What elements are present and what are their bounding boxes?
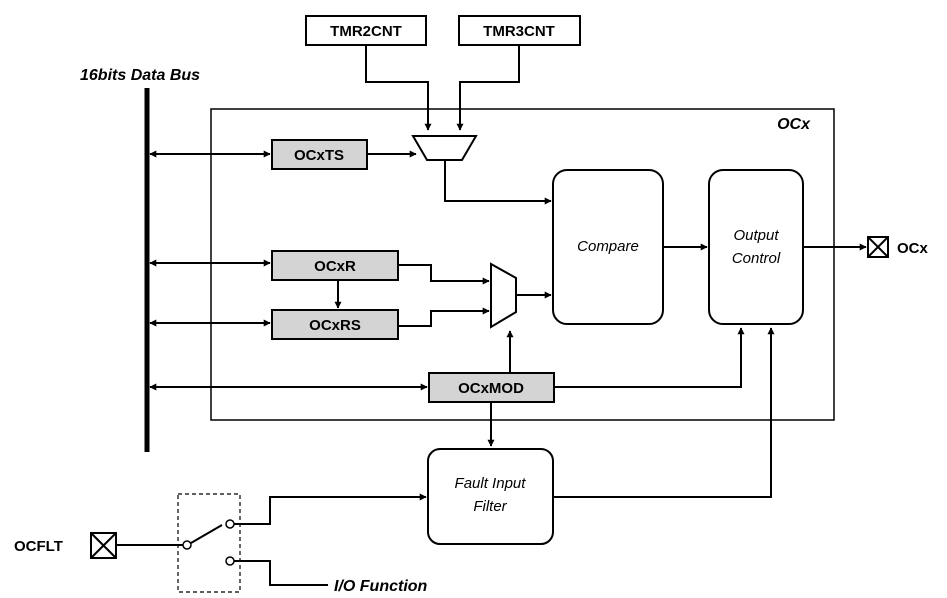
fault-filter-block: [427, 448, 554, 545]
fault-filter-label-line1: Fault Input: [455, 475, 527, 492]
ocflt-pin-icon: [90, 532, 117, 559]
ocxts-label: OCxTS: [294, 147, 344, 164]
ocxrs-to-mux-line: [398, 307, 490, 327]
tmr3cnt-label: TMR3CNT: [483, 23, 555, 40]
ocxts-register: [271, 139, 368, 170]
switch-lever: [190, 524, 223, 544]
output-control-block: [708, 169, 804, 325]
switch-to-fault-filter: [234, 493, 427, 525]
ocx-pin-label: OCx: [897, 240, 929, 257]
ocxmod-to-output-control: [554, 327, 745, 388]
ocxmod-label: OCxMOD: [458, 380, 524, 397]
tmr2cnt-box: [305, 15, 427, 46]
compare-label: Compare: [577, 238, 639, 255]
ocflt-pin-label: OCFLT: [14, 538, 63, 555]
io-function-label: I/O Function: [334, 578, 428, 595]
fault-to-output-control: [553, 327, 775, 498]
ocx-pin-icon: [867, 236, 889, 258]
pin-switch-frame: [177, 493, 241, 593]
ocxr-label: OCxR: [314, 258, 356, 275]
ocxr-to-mux-line: [398, 264, 490, 285]
output-control-label-line2: Control: [732, 250, 781, 267]
ocxrs-label: OCxRS: [309, 317, 361, 334]
switch-contact-io: [225, 556, 235, 566]
ocxrs-register: [271, 309, 399, 340]
data-bus-label: 16bits Data Bus: [80, 67, 200, 84]
compare-select-mux: [490, 262, 517, 329]
tmr3cnt-box: [458, 15, 581, 46]
timer-select-mux: [411, 135, 478, 161]
ocxr-register: [271, 250, 399, 281]
tmr2-to-mux-line: [365, 45, 432, 131]
fault-filter-label-line2: Filter: [473, 498, 507, 515]
switch-to-io-function: [234, 560, 328, 586]
tmr3-to-mux-line: [456, 45, 520, 131]
mux-to-compare-line: [444, 160, 552, 205]
tmr2cnt-label: TMR2CNT: [330, 23, 402, 40]
switch-common-contact: [182, 540, 192, 550]
output-control-label-line1: Output: [733, 227, 779, 244]
ocx-module-label: OCx: [777, 116, 811, 133]
switch-contact-fault: [225, 519, 235, 529]
